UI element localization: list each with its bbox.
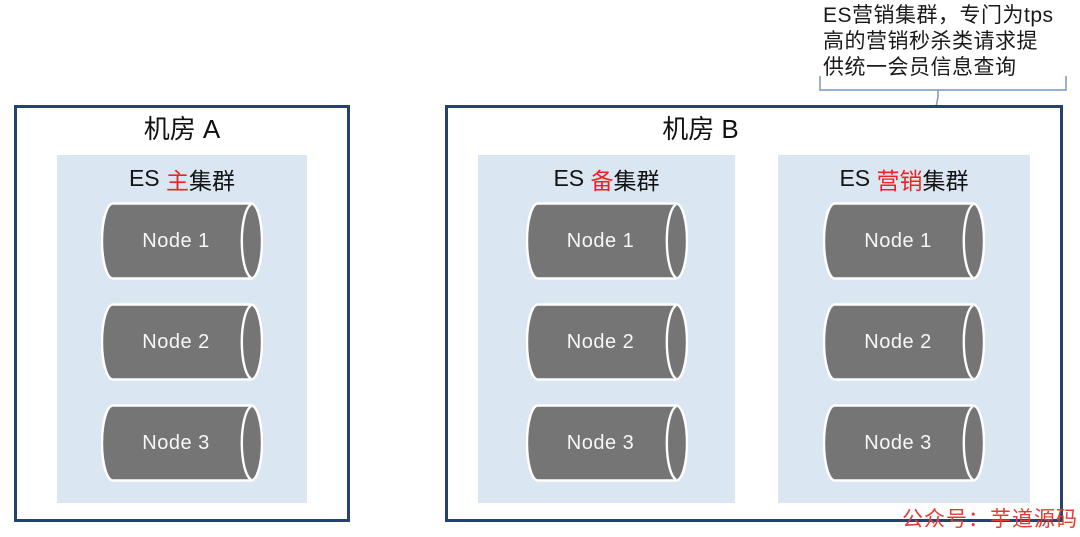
es-node-cylinder: Node 2 [823, 303, 985, 381]
annotation-line-3: 供统一会员信息查询 [823, 56, 1017, 79]
node-label: Node 3 [864, 431, 932, 454]
datacenter-b-title: 机房 B [662, 114, 739, 144]
datacenter-b-box: 机房 B ES 备集群 Node 1 Node 2 Node 3 ES 营销集群… [445, 105, 1063, 522]
watermark-text: 公众号：芋道源码 [902, 507, 1078, 531]
es-node-cylinder: Node 1 [525, 202, 688, 280]
annotation-line-1: ES营销集群，专门为tps [823, 4, 1054, 27]
node-label: Node 1 [566, 229, 635, 252]
es-node-cylinder: Node 1 [823, 202, 985, 280]
annotation-line-2: 高的营销秒杀类请求提 [823, 30, 1038, 53]
node-label: Node 2 [142, 330, 210, 353]
cluster-title-highlight: 营销 [876, 167, 923, 194]
es-node-cylinder: Node 3 [525, 404, 688, 482]
cluster-title-suffix: 集群 [189, 167, 236, 194]
node-label: Node 2 [864, 330, 932, 353]
cluster-title-highlight: 备 [590, 167, 614, 194]
node-label: Node 1 [142, 229, 210, 252]
es-node-cylinder: Node 3 [101, 404, 263, 482]
cluster-title-main: ES 主集群 [57, 155, 307, 202]
cluster-title-backup: ES 备集群 [478, 155, 735, 202]
es-node-cylinder: Node 2 [525, 303, 688, 381]
cluster-title-suffix: 集群 [613, 167, 660, 194]
es-node-cylinder: Node 3 [823, 404, 985, 482]
cluster-title-prefix: ES [128, 165, 167, 191]
datacenter-a-title: 机房 A [143, 114, 221, 144]
es-node-cylinder: Node 1 [101, 202, 263, 280]
es-marketing-cluster-panel: ES 营销集群 Node 1 Node 2 Node 3 [778, 155, 1030, 503]
node-label: Node 3 [566, 431, 635, 454]
es-backup-cluster-panel: ES 备集群 Node 1 Node 2 Node 3 [478, 155, 735, 503]
es-main-cluster-panel: ES 主集群 Node 1 Node 2 Node 3 [57, 155, 307, 503]
marketing-cluster-annotation: ES营销集群，专门为tps 高的营销秒杀类请求提 供统一会员信息查询 [823, 3, 1079, 81]
datacenter-a-box: 机房 A ES 主集群 Node 1 Node 2 Node 3 [14, 105, 350, 522]
es-node-cylinder: Node 2 [101, 303, 263, 381]
cluster-title-prefix: ES [553, 165, 591, 191]
cluster-title-suffix: 集群 [922, 167, 969, 194]
node-label: Node 2 [566, 330, 635, 353]
node-label: Node 1 [864, 229, 932, 252]
cluster-title-highlight: 主 [166, 167, 190, 194]
cluster-title-prefix: ES [839, 165, 877, 191]
node-label: Node 3 [142, 431, 210, 454]
cluster-title-marketing: ES 营销集群 [778, 155, 1030, 202]
